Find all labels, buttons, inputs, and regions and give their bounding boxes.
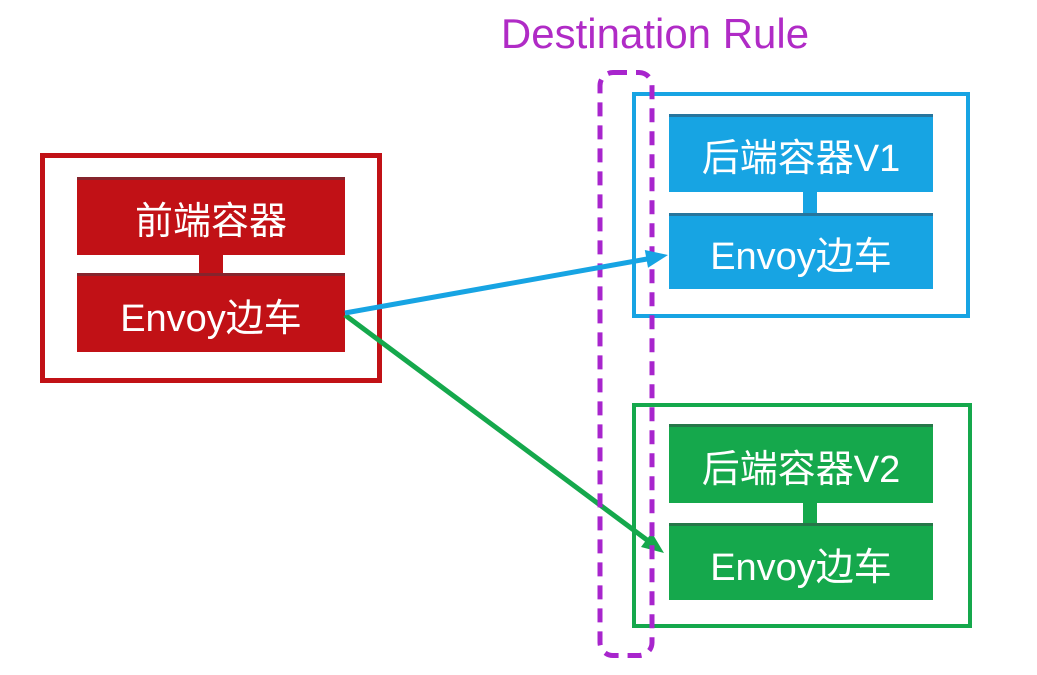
backend-v1-pod-connector (803, 189, 817, 216)
backend-v2-pod-connector (803, 500, 817, 526)
frontend-container-node: 前端容器 (77, 177, 345, 255)
destination-rule-label: Destination Rule (500, 10, 810, 57)
backend-v2-envoy-sidecar-node: Envoy边车 (669, 523, 933, 600)
arrow-frontend-to-v2 (343, 312, 664, 553)
backend-v1-envoy-sidecar-node: Envoy边车 (669, 213, 933, 289)
backend-v2-container-node: 后端容器V2 (669, 424, 933, 503)
arrow-line-green (343, 312, 649, 543)
arrow-frontend-to-v1 (344, 250, 668, 316)
arrow-line-blue (344, 256, 648, 316)
backend-v1-container-node: 后端容器V1 (669, 114, 933, 192)
frontend-envoy-sidecar-node: Envoy边车 (77, 273, 345, 352)
frontend-pod-connector (199, 252, 223, 276)
